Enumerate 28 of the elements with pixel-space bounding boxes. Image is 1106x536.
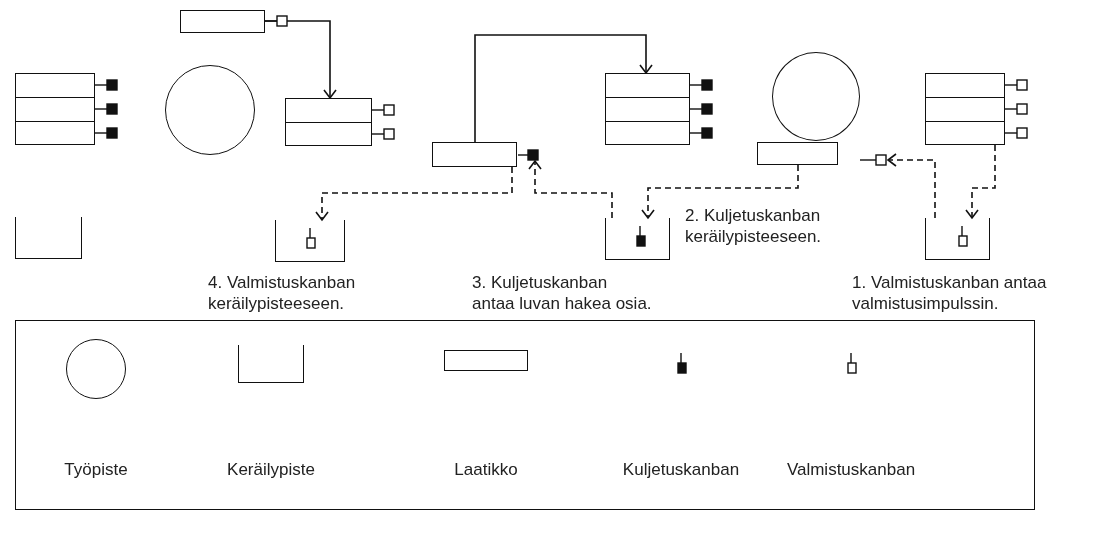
legend-label: Työpiste [63, 459, 129, 480]
container-box [432, 142, 517, 167]
collection-point-bin [925, 218, 990, 260]
kanban-card-icon [860, 154, 888, 166]
container-box [757, 142, 838, 165]
step-note: 2. Kuljetuskanban keräilypisteeseen. [685, 205, 823, 247]
container-stack [285, 98, 372, 146]
container-stack [925, 73, 1005, 145]
arrow [474, 34, 653, 143]
legend-label: Kuljetuskanban [621, 459, 741, 480]
dashed-arrow [641, 164, 799, 219]
legend-label: Valmistuskanban [785, 459, 917, 480]
step-note: 4. Valmistuskanban keräilypisteeseen. [208, 272, 357, 314]
container-stack [605, 73, 690, 145]
collection-point-bin [275, 220, 345, 262]
collection-point-bin [15, 217, 82, 259]
collection-point-bin [605, 218, 670, 260]
dashed-arrow [528, 160, 613, 219]
legend-label: Laatikko [453, 459, 519, 480]
dashed-arrow [887, 153, 936, 219]
container-box [180, 10, 265, 33]
container-stack [15, 73, 95, 145]
step-note: 3. Kuljetuskanban antaa luvan hakea osia. [472, 272, 652, 314]
dashed-arrow [315, 166, 513, 221]
step-note: 1. Valmistuskanban antaa valmistusimpulssin. [852, 272, 1048, 314]
kanban-card-icon [518, 149, 540, 161]
dashed-arrow [965, 144, 996, 219]
legend-label: Keräilypiste [226, 459, 316, 480]
